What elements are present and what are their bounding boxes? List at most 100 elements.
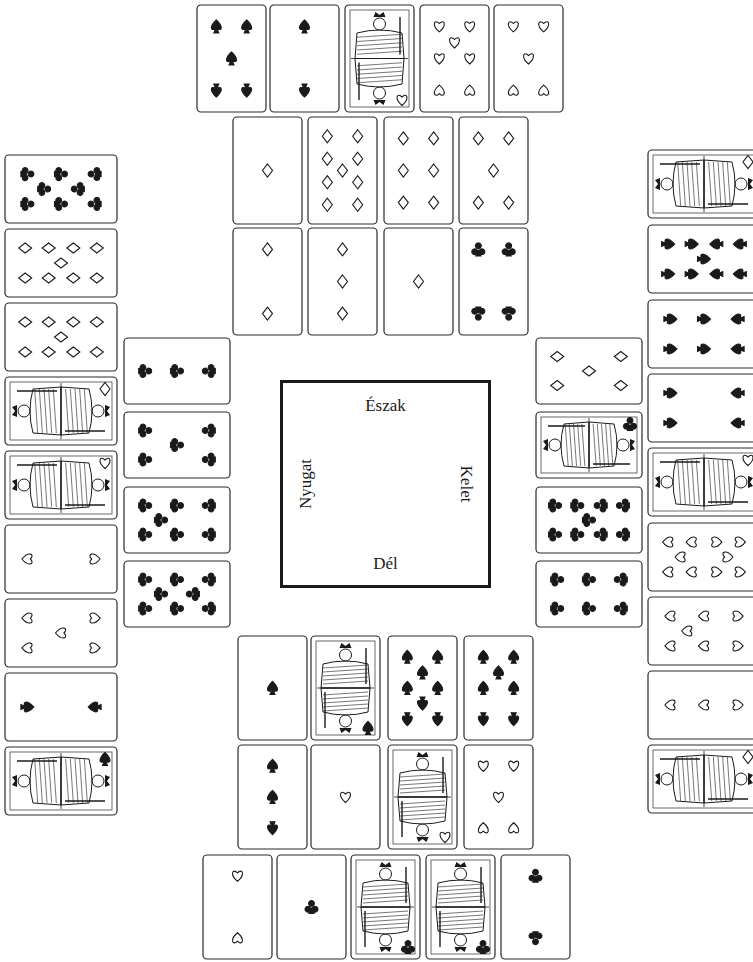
suit-pip (263, 243, 273, 256)
suit-pip (139, 424, 152, 437)
figure-half (361, 907, 410, 952)
suit-pip (743, 455, 753, 465)
card-outline (203, 855, 272, 959)
card-outline (308, 117, 377, 224)
card-outline (197, 5, 266, 112)
playing-card (459, 228, 528, 335)
suit-pip (202, 424, 215, 437)
suit-pip (338, 275, 348, 288)
playing-card (5, 451, 117, 519)
court-figure (655, 156, 753, 212)
card-outline (648, 523, 753, 591)
suit-pip (733, 641, 743, 651)
suit-pip (353, 198, 363, 211)
court-figure (394, 752, 451, 842)
suit-pip (731, 388, 744, 398)
card-outline (238, 745, 307, 849)
card-outline (536, 561, 642, 627)
suit-pip (614, 351, 627, 361)
suit-pip (731, 314, 744, 324)
suit-pip (55, 258, 68, 268)
suit-pip (429, 164, 439, 177)
suit-pip (524, 54, 534, 64)
suit-pip (594, 499, 607, 512)
suit-pip (100, 383, 110, 396)
suit-pip (398, 132, 408, 145)
suit-pip (539, 22, 549, 32)
suit-pip (664, 344, 677, 354)
suit-pip (402, 682, 412, 695)
figure-frame (350, 10, 409, 107)
card-outline (648, 374, 753, 442)
card-outline (648, 671, 753, 739)
suit-pip (55, 197, 68, 210)
card-outline (648, 300, 753, 368)
suit-pip (472, 307, 485, 320)
suit-pip (662, 239, 675, 249)
figure-half (12, 757, 61, 805)
suit-pip (139, 602, 152, 615)
playing-card (384, 117, 453, 224)
figure-half (655, 160, 704, 208)
card-outline (5, 599, 117, 667)
suit-pip (735, 537, 745, 547)
suit-pip (539, 85, 549, 95)
suit-pip (508, 22, 518, 32)
suit-pip (473, 196, 483, 209)
card-outline (648, 150, 753, 218)
suit-pip (242, 84, 252, 97)
suit-pip (743, 156, 753, 169)
suit-pip (478, 761, 488, 771)
court-figure (351, 12, 408, 105)
suit-pip (19, 347, 32, 357)
suit-pip (712, 567, 722, 577)
suit-pip (414, 275, 424, 288)
playing-card (238, 636, 307, 740)
suit-pip (88, 197, 101, 210)
suit-pip (233, 933, 243, 943)
card-outline (464, 636, 533, 740)
figure-half (704, 458, 753, 506)
suit-pip (139, 499, 152, 512)
suit-pip (402, 941, 415, 954)
playing-card (5, 303, 117, 371)
suit-pip (699, 611, 709, 621)
suit-pip (699, 700, 709, 710)
suit-pip (529, 869, 542, 882)
figure-frame (653, 155, 753, 213)
card-outline (277, 855, 346, 959)
suit-pip (433, 682, 443, 695)
suit-pip (434, 85, 444, 95)
suit-pip (733, 700, 743, 710)
suit-pip (465, 54, 475, 64)
figure-frame (356, 860, 415, 954)
suit-pip (202, 602, 215, 615)
figure-half (543, 422, 589, 468)
playing-card (124, 412, 230, 478)
card-outline (345, 5, 414, 112)
suit-pip (509, 823, 519, 833)
playing-card (648, 448, 753, 516)
suit-pip (665, 611, 675, 621)
figure-half (321, 643, 370, 688)
card-outline (501, 855, 570, 959)
figure-frame (653, 750, 753, 808)
playing-card (494, 5, 563, 112)
seat-label-east: Kelet (458, 466, 475, 503)
playing-card (124, 338, 230, 404)
suit-pip (22, 554, 32, 564)
suit-pip (402, 713, 412, 726)
suit-pip (90, 643, 100, 653)
suit-pip (268, 759, 278, 772)
card-outline (5, 155, 117, 223)
playing-card (5, 673, 117, 741)
suit-pip (665, 700, 675, 710)
figure-half (436, 907, 485, 952)
card-outline (388, 636, 457, 740)
figure-half (655, 458, 704, 506)
suit-pip (429, 196, 439, 209)
suit-pip (202, 573, 215, 586)
suit-pip (300, 20, 310, 33)
suit-pip (529, 932, 542, 945)
suit-pip (731, 418, 744, 428)
